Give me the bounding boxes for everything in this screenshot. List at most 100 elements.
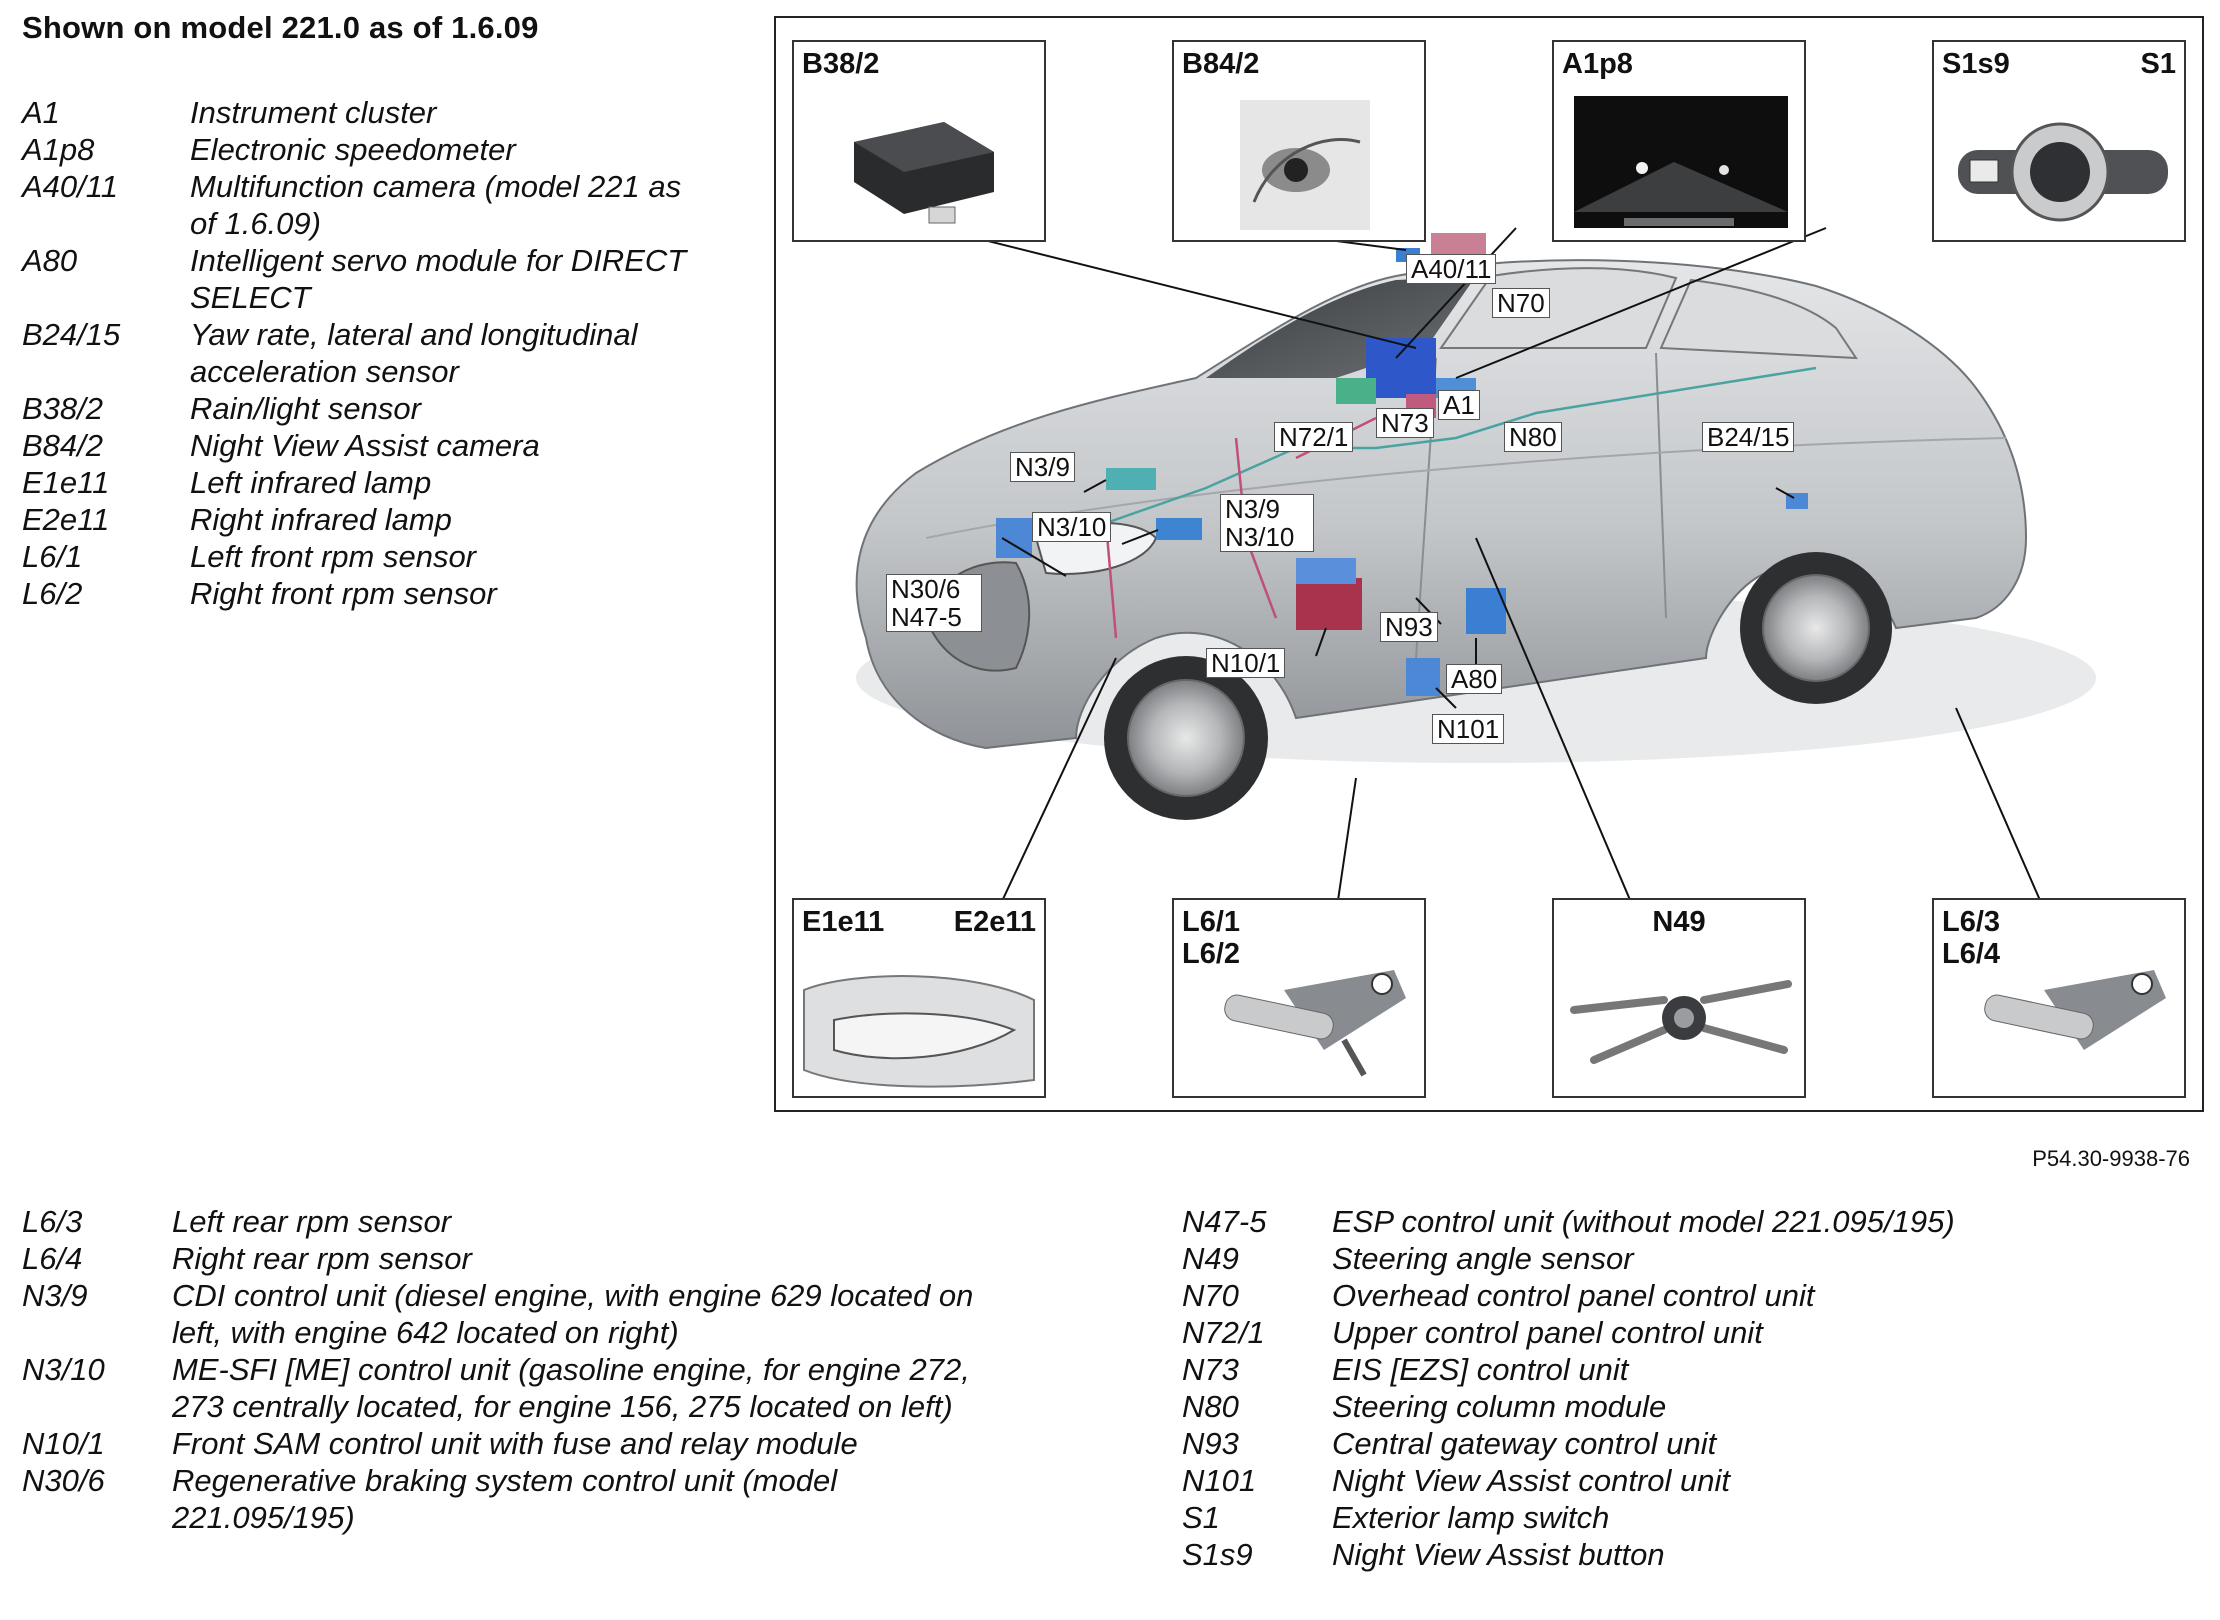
legend-code: N70 [1182, 1278, 1239, 1313]
legend-description: Steering angle sensor [1332, 1241, 1634, 1276]
light-switch-icon [1958, 122, 2168, 222]
legend-code: N3/10 [22, 1352, 105, 1387]
legend-description: Exterior lamp switch [1332, 1500, 1610, 1535]
rain-light-sensor-icon [854, 122, 994, 224]
legend-code: B84/2 [22, 428, 104, 463]
legend-code: B38/2 [22, 391, 104, 426]
rear-rim [1762, 574, 1870, 682]
unit-n10-1 [1296, 578, 1362, 630]
legend-code: L6/3 [22, 1204, 83, 1239]
legend-code: B24/15 [22, 317, 121, 352]
legend-code: E1e11 [22, 465, 110, 500]
legend-code: N93 [1182, 1426, 1239, 1461]
unit-n101 [1406, 658, 1440, 696]
legend-code: L6/1 [22, 539, 83, 574]
legend-code: A40/11 [22, 169, 118, 204]
legend-description: Regenerative braking system control unit… [172, 1463, 838, 1535]
rpm-sensor-icon [1224, 970, 1406, 1077]
callout-n101: N101 [1432, 714, 1505, 744]
legend-row: L6/1 Left front rpm sensor [22, 538, 702, 575]
callout-n30-6: N30/6 [891, 574, 961, 604]
box-label: L6/2 [1182, 938, 1241, 970]
legend-code: E2e11 [22, 502, 110, 537]
box-a1p8: A1p8 [1552, 40, 1806, 242]
box-label: E2e11 [953, 906, 1036, 938]
legend-description: Right front rpm sensor [190, 576, 497, 611]
callout-n3-9: N3/9 [1010, 452, 1075, 482]
legend-description: Night View Assist button [1332, 1537, 1665, 1572]
figure-reference: P54.30-9938-76 [2032, 1146, 2190, 1171]
legend-code: S1s9 [1182, 1537, 1253, 1572]
front-rim [1127, 679, 1245, 797]
box-e1e11-e2e11: E1e11 E2e11 [792, 898, 1046, 1098]
box-l6-3-l6-4: L6/3 L6/4 [1932, 898, 2186, 1098]
box-label: A1p8 [1562, 48, 1633, 80]
callout-a80: A80 [1446, 664, 1503, 694]
legend-description: Upper control panel control unit [1332, 1315, 1763, 1350]
legend-code: N101 [1182, 1463, 1257, 1498]
legend-code: N47-5 [1182, 1204, 1267, 1239]
night-view-camera-icon [1240, 100, 1370, 230]
callout-n73: N73 [1376, 408, 1434, 438]
legend-code: N49 [1182, 1241, 1239, 1276]
legend-description: Multifunction camera (model 221 as of 1.… [190, 169, 682, 241]
steering-angle-sensor-icon [1570, 980, 1792, 1064]
box-label: S1s9 [1942, 48, 2010, 80]
legend-row: S1s9 Night View Assist button [1182, 1536, 2142, 1573]
box-b84-2: B84/2 [1172, 40, 1426, 242]
box-label: E1e11 [802, 906, 885, 938]
box-label: L6/1 [1182, 906, 1241, 938]
box-label: B38/2 [802, 48, 880, 80]
legend-code: L6/2 [22, 576, 83, 611]
unit-a80 [1466, 588, 1506, 634]
legend-description: Left infrared lamp [190, 465, 432, 500]
legend-description: Front SAM control unit with fuse and rel… [172, 1426, 858, 1461]
callout-a40-11: A40/11 [1406, 254, 1497, 284]
legend-description: Yaw rate, lateral and longitudinal accel… [190, 317, 638, 389]
unit-n72-1 [1336, 378, 1376, 404]
box-label: L6/4 [1942, 938, 2001, 970]
legend-code: A1 [22, 95, 60, 130]
legend-row: E1e11 Left infrared lamp [22, 464, 702, 501]
legend-code: N80 [1182, 1389, 1239, 1424]
legend-description: Left rear rpm sensor [172, 1204, 452, 1239]
legend-row: A40/11 Multifunction camera (model 221 as… [22, 168, 702, 242]
door-line [1655, 352, 1667, 619]
unit-n3-10 [1156, 518, 1202, 540]
legend-description: Left front rpm sensor [190, 539, 477, 574]
legend-row: L6/2 Right front rpm sensor [22, 575, 702, 612]
callout-n3-9-n3-10: N3/9 N3/10 [1220, 494, 1314, 552]
legend-description: Electronic speedometer [190, 132, 516, 167]
page-title: Shown on model 221.0 as of 1.6.09 [22, 10, 539, 45]
legend-row: A1 Instrument cluster [22, 94, 702, 131]
callout-a1: A1 [1438, 390, 1480, 420]
legend-code: A1p8 [22, 132, 95, 167]
box-label: B84/2 [1182, 48, 1260, 80]
legend-row: B84/2 Night View Assist camera [22, 427, 702, 464]
legend-description: Instrument cluster [190, 95, 437, 130]
legend-description: EIS [EZS] control unit [1332, 1352, 1629, 1387]
callout-n3-10: N3/10 [1032, 512, 1112, 542]
callout-n72-1: N72/1 [1274, 422, 1354, 452]
legend-description: Night View Assist camera [190, 428, 540, 463]
legend-code: S1 [1182, 1500, 1220, 1535]
legend-description: CDI control unit (diesel engine, with en… [172, 1278, 974, 1350]
side-window-rear [1659, 278, 1858, 360]
legend-description: ME-SFI [ME] control unit (gasoline engin… [172, 1352, 970, 1424]
unit-n3-9 [1106, 468, 1156, 490]
rpm-sensor-icon [1984, 970, 2166, 1050]
legend-row: N3/10 ME-SFI [ME] control unit (gasoline … [22, 1351, 1022, 1425]
diagram-frame: B38/2 B84/2 A1p8 S1s9 S1 [774, 16, 2204, 1112]
